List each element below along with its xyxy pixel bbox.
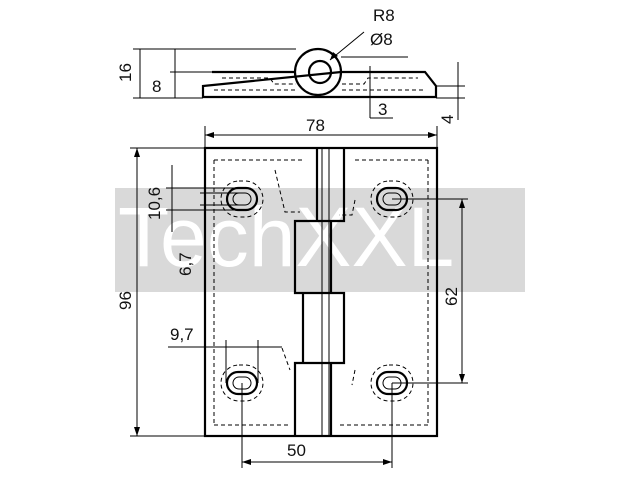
dim-50: 50 (287, 441, 306, 460)
arrow-96-top (134, 148, 140, 157)
top-view: R8 Ø8 16 8 3 4 (116, 6, 465, 124)
diameter-label: Ø8 (370, 30, 393, 49)
radius-arrow (330, 52, 338, 60)
front-view-hidden-lines (213, 159, 429, 426)
arrow-50-right (383, 459, 392, 465)
dim-3: 3 (378, 100, 387, 119)
watermark-band (115, 188, 525, 292)
dim-4: 4 (438, 115, 457, 124)
arrow-50-left (242, 459, 251, 465)
arrow-62-top (459, 199, 465, 208)
dim-8: 8 (152, 77, 161, 96)
arrow-78-left (205, 132, 214, 138)
dim-96: 96 (116, 291, 135, 310)
knuckle-outer (293, 47, 343, 97)
arrow-78-right (428, 132, 437, 138)
dim-6-7: 6,7 (176, 252, 195, 276)
watermark-text: TechXXL (118, 190, 454, 284)
plate-outline (203, 146, 439, 438)
arrow-96-bottom (134, 427, 140, 436)
top-view-outline (201, 70, 438, 99)
arrow-62-bottom (459, 374, 465, 383)
knuckle-profile (293, 148, 346, 436)
dim-16: 16 (116, 63, 135, 82)
knuckle-pin (307, 59, 333, 85)
dim-9-7: 9,7 (170, 325, 194, 344)
dim-78: 78 (306, 116, 325, 135)
dim-62: 62 (442, 287, 461, 306)
front-view: 78 96 10,6 6,7 62 9,7 (116, 116, 468, 468)
dim-10-6: 10,6 (145, 187, 164, 220)
watermark: TechXXL (115, 188, 525, 292)
radius-label: R8 (373, 6, 395, 25)
top-view-hidden-lines (214, 77, 426, 91)
